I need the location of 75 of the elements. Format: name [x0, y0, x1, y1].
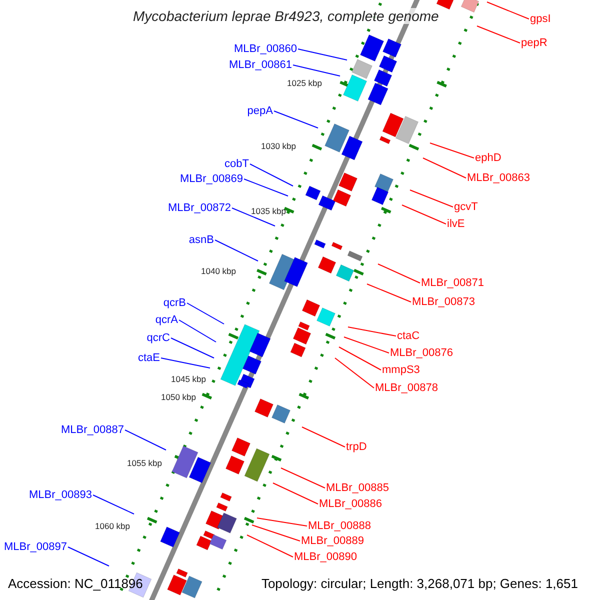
leader-line [244, 178, 288, 196]
gene-label: ilvE [447, 217, 465, 231]
scale-tick-label: 1045 kbp [171, 374, 206, 384]
gene-label: MLBr_00860 [234, 42, 297, 56]
leader-line [160, 358, 210, 368]
gene-label: MLBr_00873 [412, 295, 475, 309]
leader-line [246, 534, 294, 558]
scale-tick-label: 1040 kbp [201, 266, 236, 276]
gene-label: MLBr_00876 [390, 346, 453, 360]
gene-label: MLBr_00872 [168, 201, 231, 215]
scale-tick-label: 1060 kbp [95, 521, 130, 531]
leader-line [344, 336, 390, 354]
leader-line [292, 64, 340, 76]
gene-label: MLBr_00878 [375, 381, 438, 395]
leader-line [170, 338, 214, 358]
leader-line [298, 48, 348, 60]
map-title: Mycobacterium leprae Br4923, complete genome [133, 8, 439, 24]
leader-line [186, 302, 224, 324]
gene-label: ctaC [397, 329, 420, 343]
gene-label: trpD [346, 440, 367, 454]
leader-line [486, 2, 530, 20]
accession-text: Accession: NC_011896 [8, 576, 143, 591]
leader-line [476, 26, 520, 44]
gene-label: pepR [521, 36, 548, 50]
gene-label: MLBr_00885 [326, 481, 389, 495]
gene-label: MLBr_00889 [301, 534, 364, 548]
gene-label: pepA [247, 104, 273, 118]
scale-tick-label: 1050 kbp [161, 392, 196, 402]
gene-label: MLBr_00886 [319, 497, 382, 511]
gene-label: gpsI [530, 12, 551, 26]
gene-label: MLBr_00871 [421, 276, 484, 290]
leader-line [422, 158, 466, 178]
leader-line [302, 426, 346, 448]
leader-line [366, 284, 412, 302]
scale-tick-label: 1035 kbp [251, 206, 286, 216]
gene-label: MLBr_00893 [29, 488, 92, 502]
gene-label: MLBr_00890 [294, 550, 357, 564]
gene-label: ctaE [138, 351, 160, 365]
scale-tick-label: 1025 kbp [287, 78, 322, 88]
leader-line [334, 358, 374, 388]
gene-label: MLBr_00887 [61, 423, 124, 437]
leader-line [272, 482, 318, 504]
leader-line [178, 320, 216, 342]
leader-line [280, 468, 326, 488]
gene-label: qcrB [163, 296, 186, 310]
leader-line [92, 494, 134, 514]
gene-label: mmpS3 [382, 363, 420, 377]
genome-info-text: Topology: circular; Length: 3,268,071 bp; Genes: 1,651 [261, 576, 578, 591]
leader-line [250, 164, 294, 186]
gene-label: MLBr_00869 [180, 172, 243, 186]
gene-label: qcrC [146, 331, 170, 345]
leader-line [124, 430, 166, 450]
leader-line [430, 142, 474, 158]
gene-label: asnB [188, 233, 214, 247]
leader-line [68, 546, 110, 566]
gene-label: MLBr_00861 [229, 58, 292, 72]
scale-tick-label: 1030 kbp [261, 141, 296, 151]
leader-line [410, 190, 454, 208]
gene-label: MLBr_00897 [4, 540, 67, 554]
leader-line [348, 326, 396, 336]
leader-line [252, 524, 300, 542]
leader-line [274, 110, 318, 128]
leader-line [256, 518, 308, 526]
leader-line [378, 264, 420, 284]
leader-line [402, 204, 446, 224]
gene-label: qcrA [155, 313, 178, 327]
gene-label: MLBr_00863 [467, 171, 530, 185]
leader-line [214, 240, 258, 262]
leader-line [338, 346, 382, 370]
gene-label: gcvT [454, 200, 478, 214]
gene-label: cobT [224, 157, 249, 171]
scale-tick-label: 1055 kbp [127, 458, 162, 468]
gene-label: ephD [475, 151, 502, 165]
gene-label: MLBr_00888 [308, 519, 371, 533]
leader-line [232, 208, 276, 226]
